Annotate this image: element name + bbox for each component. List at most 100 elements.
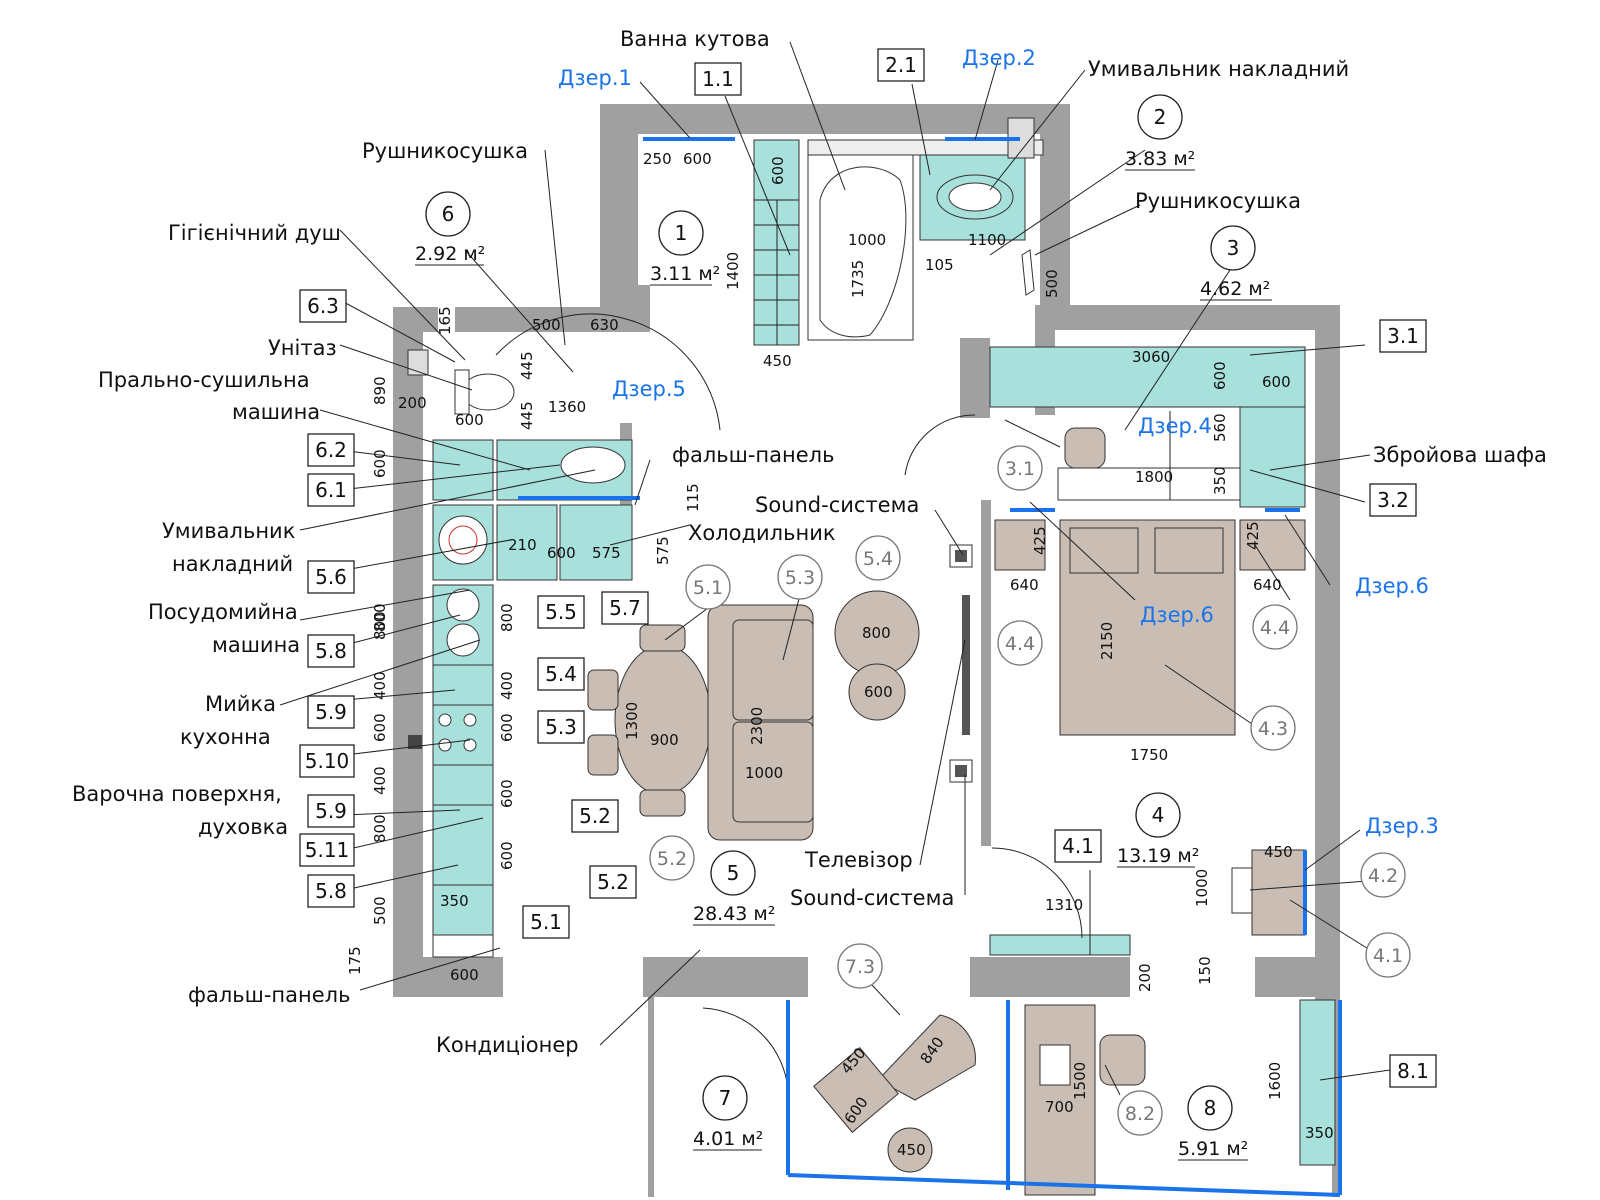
box-ref: 5.1 [530, 910, 562, 934]
mirror-labels: Дзер.1 Дзер.2 Дзер.3 Дзер.4 Дзер.5 Дзер.… [558, 46, 1439, 838]
dim: 210 [508, 536, 537, 554]
label-holodylnyk: Холодильник [688, 521, 836, 545]
dim: 600 [498, 779, 516, 808]
dim: 200 [1136, 963, 1154, 992]
furniture-ref: 4.1 [1373, 945, 1403, 967]
label-falsh-panel-bottom: фальш-панель [188, 983, 350, 1007]
label-myika-1: Мийка [205, 692, 276, 716]
dim: 640 [1010, 576, 1039, 594]
label-pralno-2: машина [232, 400, 320, 424]
dim: 200 [398, 394, 427, 412]
box-ref: 5.4 [545, 662, 577, 686]
room-number: 6 [442, 202, 455, 226]
dim: 1300 [623, 702, 641, 740]
box-ref: 5.2 [597, 870, 629, 894]
dim: 450 [897, 1141, 926, 1159]
room-number: 7 [719, 1086, 732, 1110]
dim: 600 [371, 449, 389, 478]
dim: 175 [346, 946, 364, 975]
dim: 400 [498, 671, 516, 700]
room-area: 5.91 м² [1178, 1138, 1248, 1160]
furniture-ref: 4.4 [1005, 633, 1035, 655]
label-dzer-6-center: Дзер.6 [1140, 603, 1214, 627]
bedroom-furniture [904, 346, 1306, 956]
bathroom-fixtures [753, 117, 1044, 346]
dim: 165 [436, 306, 454, 335]
furniture-ref: 4.3 [1258, 718, 1288, 740]
dim: 600 [455, 411, 484, 429]
label-varochna-2: духовка [198, 815, 288, 839]
label-sound-bottom: Sound-система [790, 886, 954, 910]
box-ref: 1.1 [702, 67, 734, 91]
room-area: 3.83 м² [1125, 148, 1195, 170]
box-ref: 5.5 [545, 600, 577, 624]
dim: 800 [862, 624, 891, 642]
room-area: 2.92 м² [415, 243, 485, 265]
dim: 425 [1244, 521, 1262, 550]
box-ref: 5.6 [315, 565, 347, 589]
dim: 640 [1253, 576, 1282, 594]
label-umyvalnyk-bathroom: Умивальник накладний [1088, 57, 1349, 81]
label-rushnykosushka-wc: Рушникосушка [362, 139, 528, 163]
dim: 445 [518, 401, 536, 430]
wc-fixtures [407, 313, 721, 501]
dim: 600 [769, 156, 787, 185]
dim: 1400 [724, 252, 742, 290]
furniture-refs: 3.1 5.1 5.3 5.4 4.4 4.4 4.3 5.2 4.2 4.1 … [649, 445, 1411, 1136]
dim: 900 [650, 731, 679, 749]
label-umyvalnyk-kitchen-1: Умивальник [162, 519, 295, 543]
room-number: 2 [1154, 105, 1167, 129]
dim: 575 [654, 536, 672, 565]
dim: 450 [763, 352, 792, 370]
box-ref: 5.9 [315, 700, 347, 724]
boxed-references: 1.1 2.1 3.1 3.2 6.3 6.2 6.1 5.6 5.5 5.7 … [299, 48, 1437, 1088]
label-kondytsioner: Кондиціонер [436, 1033, 579, 1057]
box-ref: 5.3 [545, 715, 577, 739]
label-dzer-2: Дзер.2 [962, 46, 1036, 70]
box-ref: 3.1 [1387, 324, 1419, 348]
dim: 3060 [1132, 348, 1170, 366]
dim: 1000 [848, 231, 886, 249]
dim: 600 [683, 150, 712, 168]
dim: 500 [371, 896, 389, 925]
dim: 350 [440, 892, 469, 910]
label-varochna-1: Варочна поверхня, [72, 782, 282, 806]
room-area: 4.62 м² [1200, 278, 1270, 300]
box-ref: 6.2 [315, 438, 347, 462]
balcony-furniture [702, 999, 1342, 1197]
box-ref: 5.8 [315, 639, 347, 663]
room-number: 1 [675, 221, 688, 245]
label-posud-1: Посудомийна [148, 600, 298, 624]
box-ref: 5.8 [315, 879, 347, 903]
furniture-ref: 4.2 [1368, 865, 1398, 887]
dim: 250 [643, 150, 672, 168]
dim: 500 [532, 316, 561, 334]
kitchen-cabinets [408, 504, 633, 958]
box-ref: 5.9 [315, 799, 347, 823]
dim: 600 [498, 841, 516, 870]
dim: 600 [1211, 361, 1229, 390]
label-falsh-panel-top: фальш-панель [672, 443, 834, 467]
dim: 500 [1043, 269, 1061, 298]
label-dzer-5: Дзер.5 [612, 377, 686, 401]
dim: 115 [684, 483, 702, 512]
dim: 600 [864, 683, 893, 701]
dim: 1000 [1193, 869, 1211, 907]
box-ref: 4.1 [1062, 834, 1094, 858]
dim: 1500 [1071, 1062, 1089, 1100]
dim: 600 [547, 544, 576, 562]
dim: 105 [925, 256, 954, 274]
label-vanna: Ванна кутова [620, 27, 770, 51]
furniture-ref: 5.1 [693, 577, 723, 599]
label-dzer-6-right: Дзер.6 [1355, 574, 1429, 598]
room-area: 3.11 м² [650, 263, 720, 285]
furniture-ref: 7.3 [845, 956, 875, 978]
dim: 800 [498, 603, 516, 632]
furniture-ref: 5.3 [785, 567, 815, 589]
room-markers: 1 3.11 м² 2 3.83 м² 3 4.62 м² 4 13.19 м²… [415, 94, 1272, 1161]
box-ref: 5.11 [305, 838, 350, 862]
dim: 800 [371, 603, 389, 632]
box-ref: 5.7 [609, 596, 641, 620]
room-number: 4 [1152, 803, 1165, 827]
